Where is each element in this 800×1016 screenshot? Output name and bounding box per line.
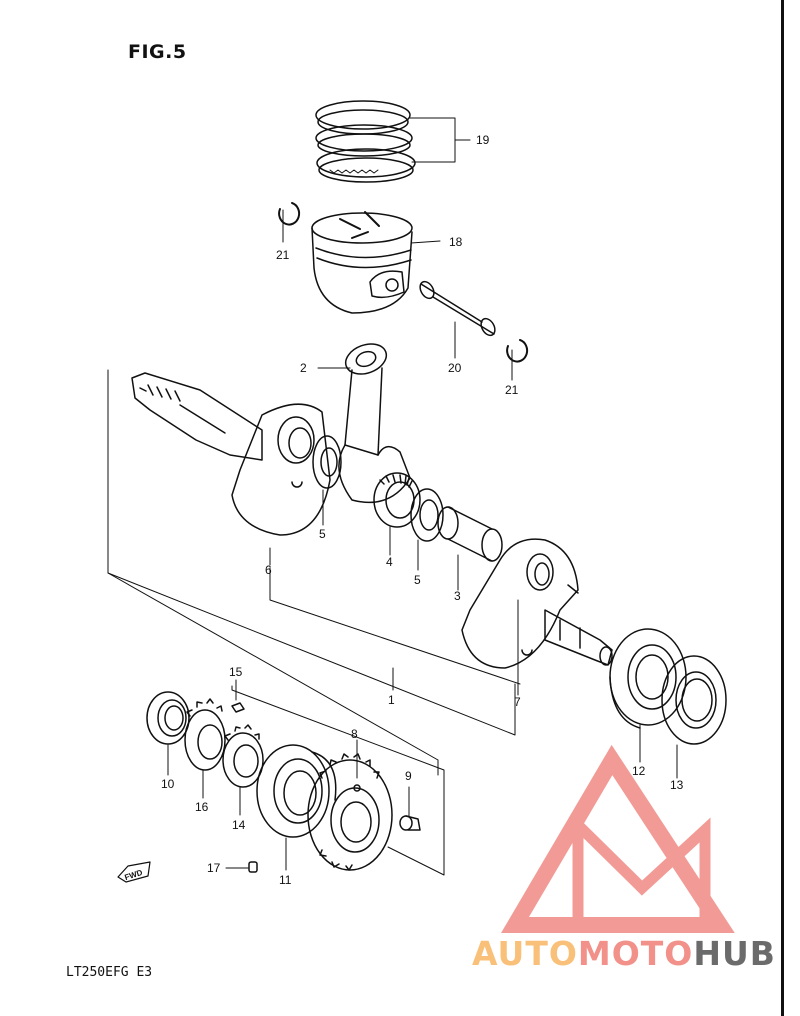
woodruff-key: [231, 702, 245, 713]
figure-title: FIG.5: [128, 41, 187, 63]
gear-14: [222, 724, 264, 788]
callout-20: 20: [448, 361, 462, 375]
starter-driven-gear: [307, 753, 393, 871]
callout-1: 1: [388, 693, 395, 707]
automotohub-logo-icon: [501, 744, 735, 933]
model-code: LT250EFG E3: [66, 965, 153, 980]
callout-11: 11: [279, 873, 292, 887]
callout-19: 19: [476, 133, 490, 147]
watermark-auto: AUTO: [472, 934, 578, 973]
thrust-washer-right: [410, 488, 444, 542]
watermark-hub: HUB: [693, 934, 776, 973]
connecting-rod: [338, 343, 411, 504]
piston-pin: [419, 280, 496, 337]
callout-17: 17: [207, 861, 221, 875]
crankshaft-right: [461, 538, 613, 669]
callout-16: 16: [195, 800, 209, 814]
small-pin: [248, 861, 258, 873]
leader-lines: [167, 117, 678, 871]
circlip-top: [278, 202, 301, 226]
fwd-arrow-icon: [117, 861, 151, 883]
watermark-moto: MOTO: [577, 934, 694, 973]
callout-21-top: 21: [276, 248, 290, 262]
callout-15: 15: [229, 665, 243, 679]
callout-13: 13: [670, 778, 684, 792]
callout-labels: 19 18 21 20 21 2 5 4 5 3 6 7 1 15 10 16 …: [123, 133, 683, 887]
gear-16: [184, 698, 226, 771]
bottom-bracket: [231, 685, 445, 876]
main-bearing-right: [609, 628, 687, 729]
callout-6: 6: [265, 563, 272, 577]
thrust-washer-left: [312, 435, 342, 489]
callout-7: 7: [514, 695, 521, 709]
piston: [311, 211, 413, 314]
callout-3: 3: [454, 589, 461, 603]
callout-21-right: 21: [505, 383, 519, 397]
one-way-clutch: [256, 744, 337, 838]
callout-5-right: 5: [414, 573, 421, 587]
callout-8: 8: [351, 727, 358, 741]
callout-18: 18: [449, 235, 463, 249]
callout-9: 9: [405, 769, 412, 783]
dowel-pin: [399, 815, 421, 831]
callout-12: 12: [632, 764, 646, 778]
callout-10: 10: [161, 777, 175, 791]
crank-pin: [437, 506, 503, 562]
callout-2: 2: [300, 361, 307, 375]
piston-rings: [315, 100, 416, 183]
callout-14: 14: [232, 818, 246, 832]
crankshaft-left: [131, 372, 331, 536]
circlip-right: [506, 339, 529, 363]
bearing-left: [146, 691, 190, 745]
assembly-bracket: [107, 369, 521, 776]
oil-seal: [661, 655, 727, 745]
callout-5-left: 5: [319, 527, 326, 541]
page-edge-border: [781, 0, 784, 1016]
callout-4: 4: [386, 555, 393, 569]
watermark-text: AUTOMOTOHUB: [472, 934, 776, 973]
